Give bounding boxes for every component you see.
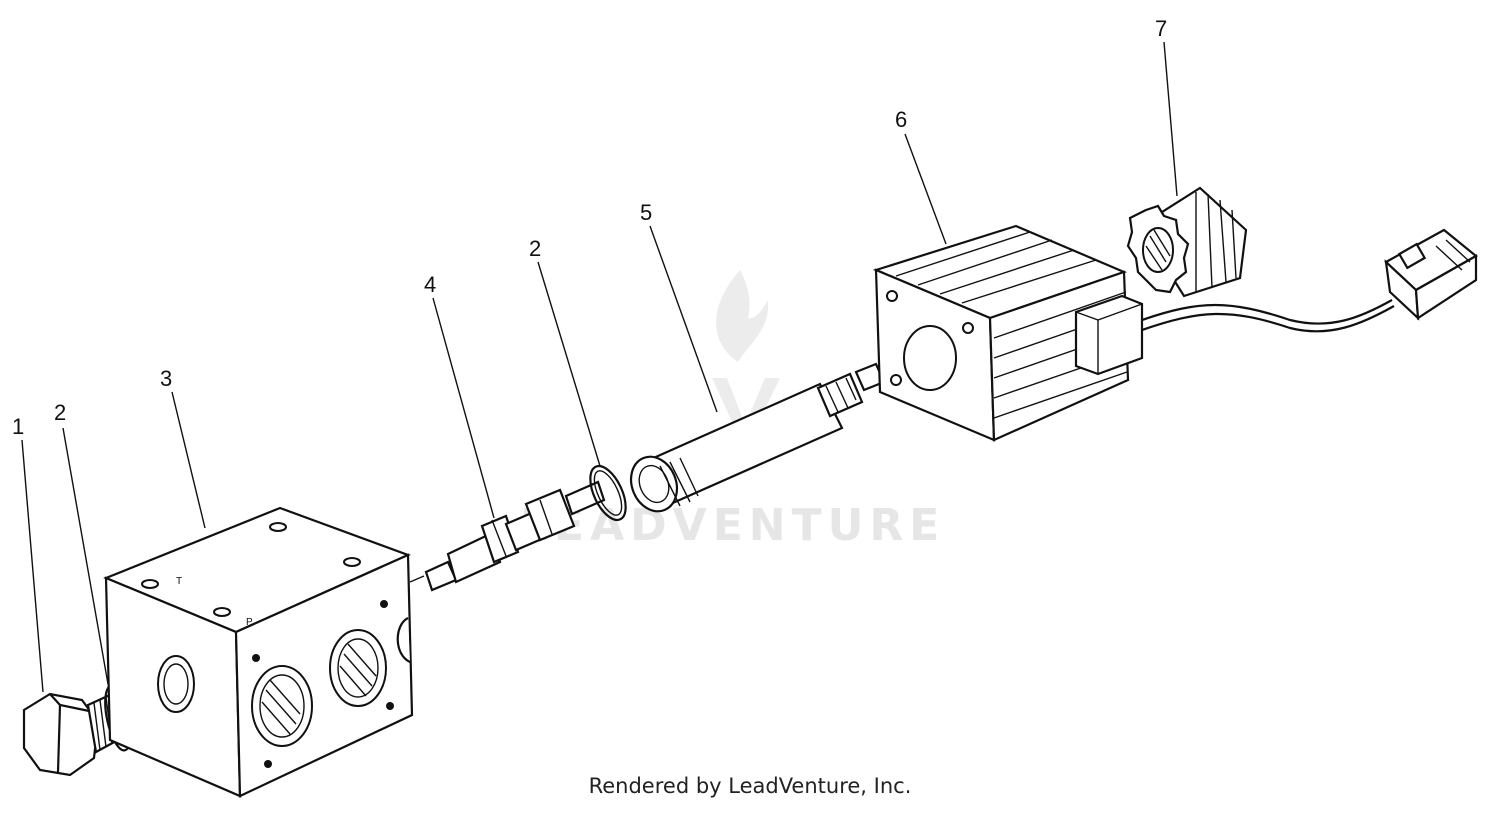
part-3-manifold-block: T P [103,506,414,798]
part-5-solenoid-tube [629,362,886,513]
part-6-solenoid-coil [872,224,1478,442]
leadventure-watermark: LEADVENTURE [520,270,945,551]
svg-text:T: T [176,576,182,587]
part-4-valve-cartridge [409,480,606,592]
svg-text:P: P [246,617,253,628]
part-7-knurled-nut [1126,186,1248,298]
callout-2-left: 2 [54,400,66,425]
part-1-hex-plug [22,692,120,777]
watermark-text: LEADVENTURE [520,500,945,551]
callout-4: 4 [424,272,436,297]
part-2-o-ring-right [589,464,627,522]
leader-lines [21,41,1178,693]
callout-5: 5 [640,200,652,225]
callout-labels: 1 2 3 4 2 5 6 7 [12,16,1167,439]
callout-3: 3 [160,366,172,391]
footer-credit: Rendered by LeadVenture, Inc. [588,774,912,798]
callout-7: 7 [1155,16,1167,41]
callout-1: 1 [12,414,24,439]
callout-6: 6 [895,107,907,132]
callout-2-right: 2 [529,236,541,261]
